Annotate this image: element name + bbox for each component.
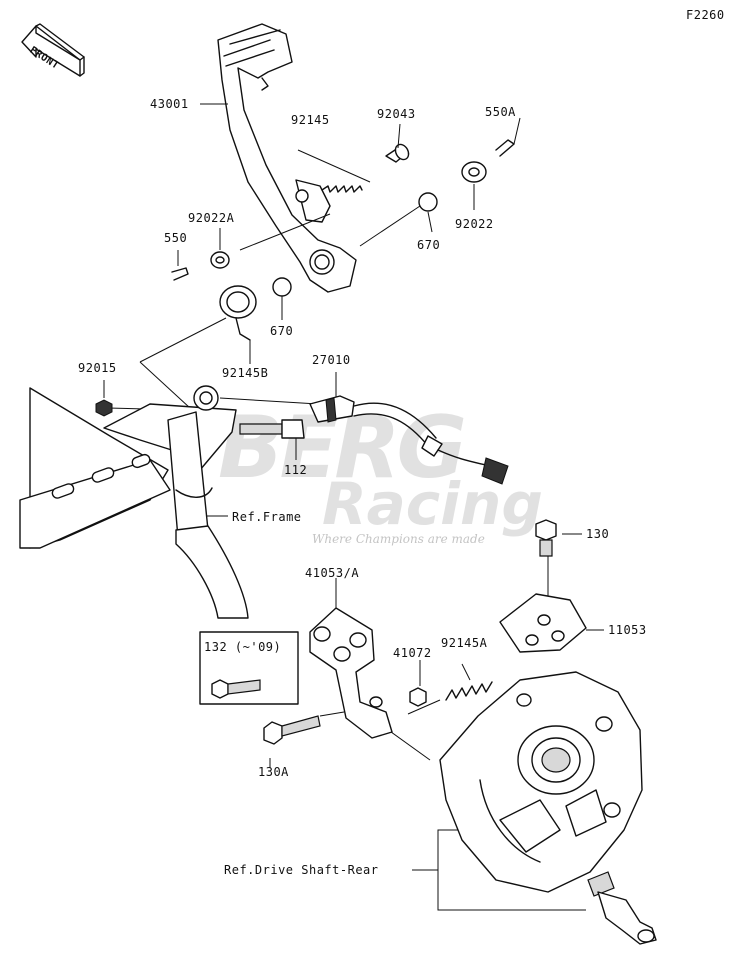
front-arrow-icon xyxy=(21,23,85,77)
callout-92145b: 92145B xyxy=(222,366,269,380)
spring-92145a-drawing xyxy=(445,681,493,701)
cotter-pin-drawing xyxy=(171,267,189,281)
callout-550a: 550A xyxy=(485,105,516,119)
callout-550: 550 xyxy=(164,231,188,245)
callout-43001: 43001 xyxy=(150,97,189,111)
callout-130: 130 xyxy=(586,527,610,541)
bolt-132-drawing xyxy=(211,679,261,699)
drive-housing-drawing xyxy=(439,671,643,893)
nut-41072-drawing xyxy=(409,687,427,707)
bolt-130-drawing xyxy=(535,519,557,557)
callout-ref-drive-shaft: Ref.Drive Shaft-Rear xyxy=(224,863,379,877)
bolt-112-drawing xyxy=(239,419,305,439)
watermark-tagline: Where Champions are made xyxy=(312,532,485,546)
callout-670-lower: 670 xyxy=(270,324,294,338)
callout-132: 132 (~'09) xyxy=(204,640,282,654)
callout-92022a: 92022A xyxy=(188,211,235,225)
callout-92015: 92015 xyxy=(78,361,117,375)
washer-drawing xyxy=(461,161,487,183)
callout-92022: 92022 xyxy=(455,217,494,231)
o-ring-upper xyxy=(418,192,438,212)
nut-drawing xyxy=(95,399,113,417)
pedal-spring-drawing xyxy=(297,149,371,193)
callout-ref-frame: Ref.Frame xyxy=(232,510,302,524)
callout-130a: 130A xyxy=(258,765,289,779)
return-spring-drawing xyxy=(219,285,257,341)
drive-shaft-drawing xyxy=(587,871,657,945)
pin-drawing xyxy=(385,143,410,163)
frame-drawing xyxy=(19,387,249,619)
callout-92145a: 92145A xyxy=(441,636,488,650)
watermark-brand-bottom: Racing xyxy=(322,470,543,538)
callout-11053: 11053 xyxy=(608,623,647,637)
washer-a-drawing xyxy=(210,251,230,269)
brake-arm-drawing xyxy=(309,607,393,739)
figure-code: F2260 xyxy=(686,8,725,22)
leader-lines xyxy=(103,103,604,911)
callout-41053: 41053/A xyxy=(305,566,360,580)
bracket-11053-drawing xyxy=(499,593,587,653)
brake-switch-drawing xyxy=(309,395,509,485)
callout-112: 112 xyxy=(284,463,308,477)
cotter-pin-a-drawing xyxy=(495,139,515,157)
callout-27010: 27010 xyxy=(312,353,351,367)
callout-92145: 92145 xyxy=(291,113,330,127)
callout-670-upper: 670 xyxy=(417,238,441,252)
o-ring-lower xyxy=(272,277,292,297)
callout-92043: 92043 xyxy=(377,107,416,121)
bolt-130a-drawing xyxy=(263,715,321,745)
brake-pedal-drawing xyxy=(217,23,357,293)
callout-41072: 41072 xyxy=(393,646,432,660)
variant-box xyxy=(199,631,299,705)
